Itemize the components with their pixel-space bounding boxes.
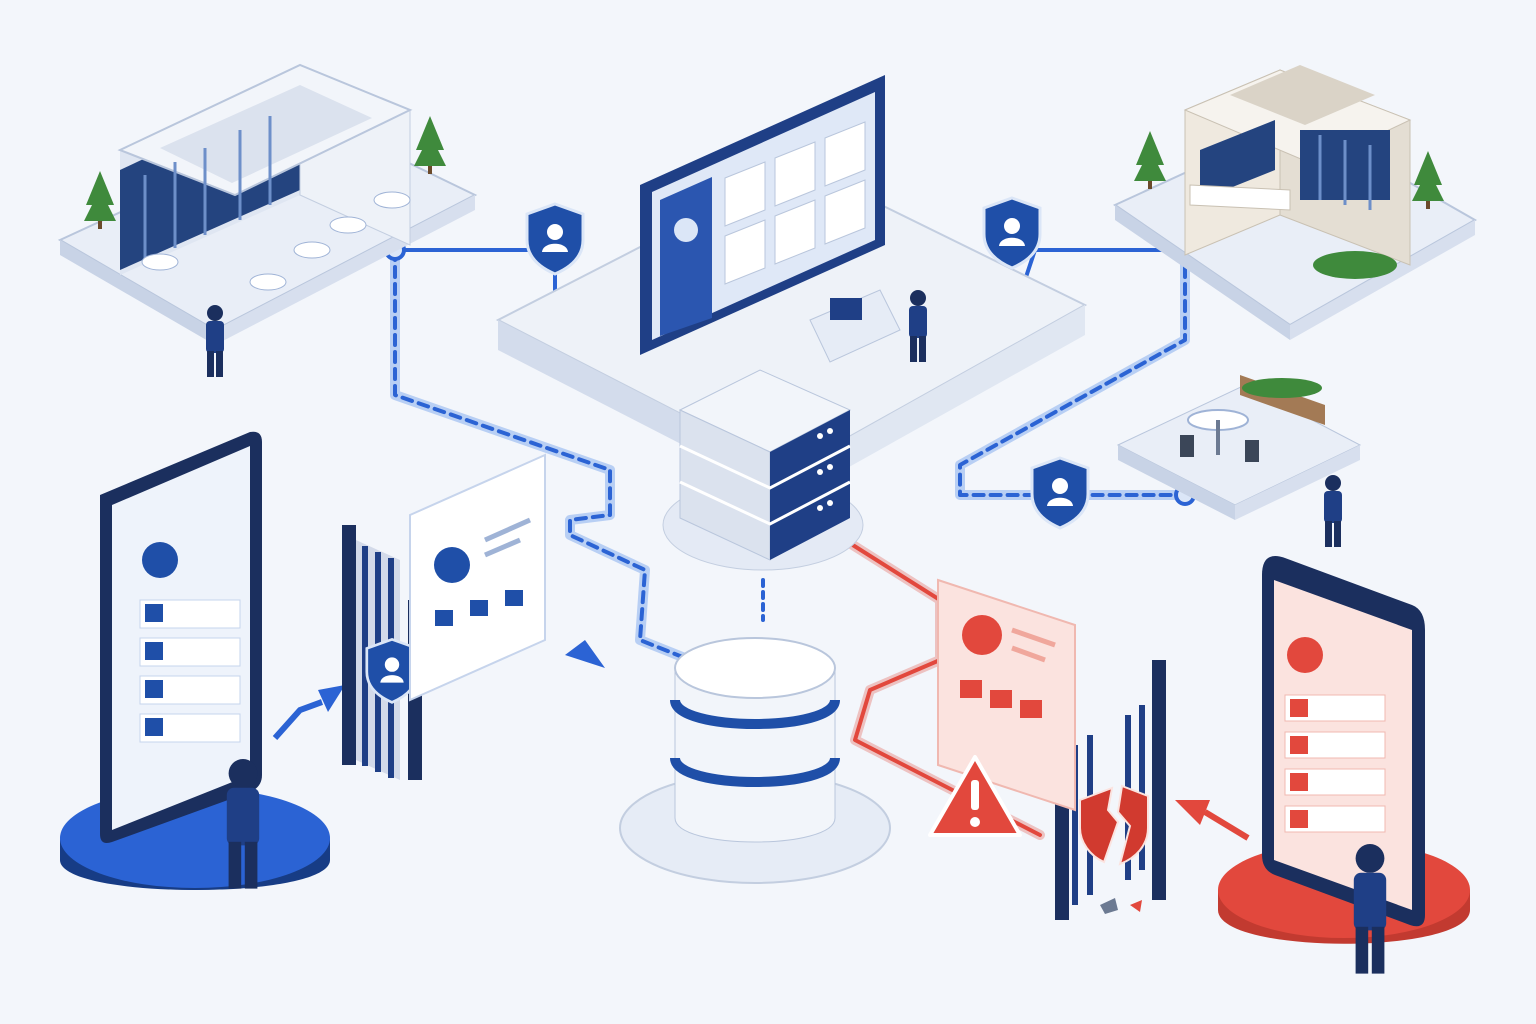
broken-gate [1055,660,1166,920]
arrow-icon [565,640,605,668]
breached-user-group [928,556,1470,974]
tree-icon [414,116,446,174]
database-cylinder [619,637,891,884]
office-building [1112,65,1478,340]
shield-user-icon [1030,456,1090,530]
secure-smartphone [100,431,262,843]
person-icon [206,305,224,377]
server-rack [662,369,864,571]
operator-desk [809,289,927,363]
tree-icon [1412,151,1444,209]
arrow-icon [1203,809,1250,841]
dashboard-monitor [640,75,885,355]
restaurant-building [57,63,478,377]
secure-user-group [60,431,605,890]
path-restaurant-to-database-core [393,248,692,662]
warning-triangle-icon [928,755,1022,837]
tree-icon [84,171,116,229]
path-breach-to-server-core [846,540,1042,837]
tree-icon [1134,131,1166,189]
person-icon [1324,475,1342,547]
person-icon [1353,844,1387,974]
arrow-icon [272,699,324,740]
breached-profile-card [937,578,1076,812]
shield-user-icon [525,202,585,276]
breached-smartphone [1262,556,1425,927]
outdoor-patio [1116,375,1362,547]
broken-shield-icon [1079,784,1149,866]
secure-profile-card [409,453,546,702]
patio-tables [141,191,411,291]
security-gate [342,525,422,780]
